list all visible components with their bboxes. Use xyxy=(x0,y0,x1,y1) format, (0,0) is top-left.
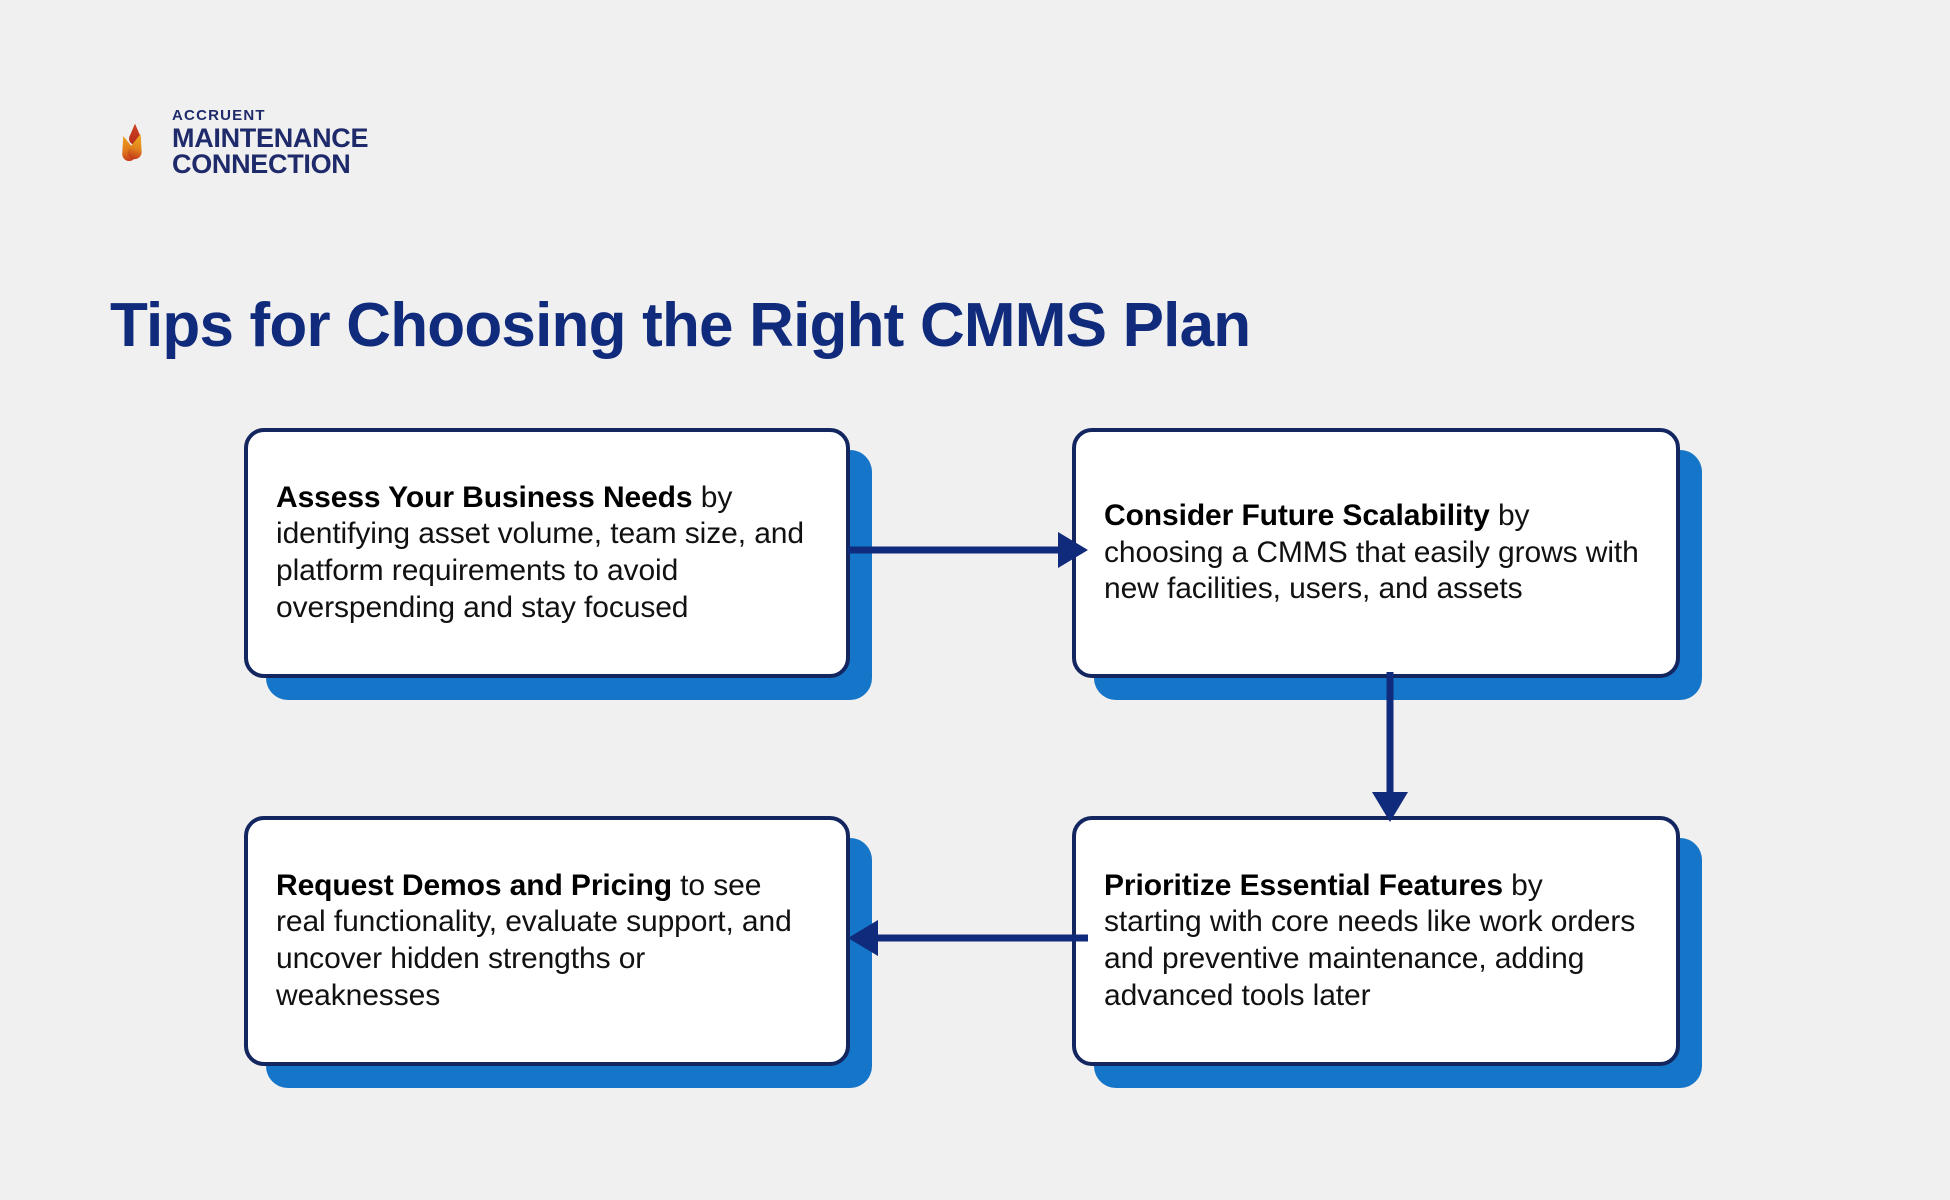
node-text: Prioritize Essential Features by startin… xyxy=(1104,868,1646,1014)
flow-node-prioritize-essential-features: Prioritize Essential Features by startin… xyxy=(1072,816,1702,1088)
node-body: by identifying asset volume, team size, … xyxy=(276,480,804,624)
arrow-node4-to-node3-icon xyxy=(848,920,1088,956)
node-card: Request Demos and Pricing to see real fu… xyxy=(244,816,850,1066)
flow-node-consider-future-scalability: Consider Future Scalability by choosing … xyxy=(1072,428,1702,700)
accruent-droplet-a-mark xyxy=(122,123,142,161)
node-lead: Consider Future Scalability xyxy=(1104,499,1490,533)
node-card: Consider Future Scalability by choosing … xyxy=(1072,428,1680,678)
node-text: Consider Future Scalability by choosing … xyxy=(1104,498,1646,608)
node-text: Assess Your Business Needs by identifyin… xyxy=(276,480,816,626)
node-lead: Assess Your Business Needs xyxy=(276,480,693,514)
page-title: Tips for Choosing the Right CMMS Plan xyxy=(110,290,1251,360)
flow-node-request-demos-and-pricing: Request Demos and Pricing to see real fu… xyxy=(244,816,872,1088)
logo-line-2: CONNECTION xyxy=(172,148,351,179)
logo-wordmark: ACCRUENT MAINTENANCE CONNECTION xyxy=(172,107,369,179)
arrow-node2-to-node4-icon xyxy=(1372,672,1408,822)
flow-node-assess-business-needs: Assess Your Business Needs by identifyin… xyxy=(244,428,872,700)
brand-logo: ACCRUENT MAINTENANCE CONNECTION xyxy=(112,107,369,179)
node-body: to see real functionality, evaluate supp… xyxy=(276,868,792,1012)
node-body: by choosing a CMMS that easily grows wit… xyxy=(1104,499,1639,606)
logo-line-1: MAINTENANCE xyxy=(172,123,369,153)
node-card: Assess Your Business Needs by identifyin… xyxy=(244,428,850,678)
node-lead: Request Demos and Pricing xyxy=(276,868,672,902)
logo-eyebrow: ACCRUENT xyxy=(172,107,266,124)
node-body: by starting with core needs like work or… xyxy=(1104,868,1636,1012)
arrow-node1-to-node2-icon xyxy=(848,532,1088,568)
node-lead: Prioritize Essential Features xyxy=(1104,868,1503,902)
node-text: Request Demos and Pricing to see real fu… xyxy=(276,868,816,1014)
node-card: Prioritize Essential Features by startin… xyxy=(1072,816,1680,1066)
